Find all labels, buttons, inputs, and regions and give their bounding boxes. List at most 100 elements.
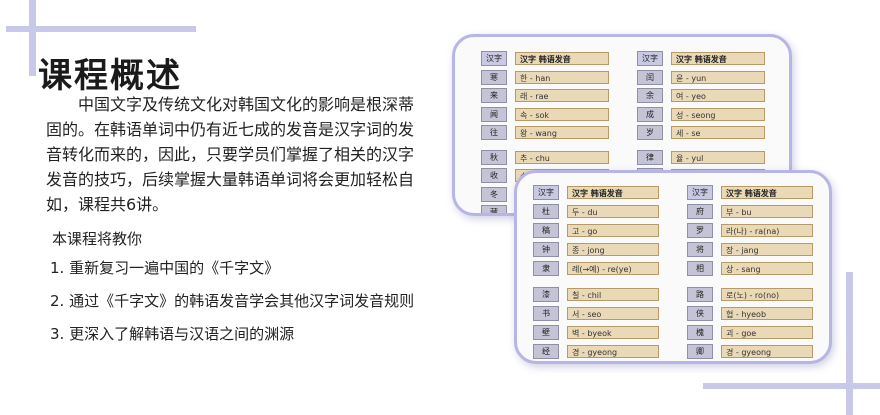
decor-line-horizontal-top	[6, 26, 196, 32]
hanzi-cell: 律	[637, 149, 663, 165]
pronunciation-cell: 한 - han	[515, 70, 609, 84]
header-pronunciation-cell: 汉字 韩语发音	[721, 186, 813, 199]
pronunciation-cell: 부 - bu	[721, 205, 813, 218]
hanzi-cell: 藏	[481, 205, 507, 213]
pronunciation-cell: 라(나) - ra(na)	[721, 224, 813, 237]
hanzi-cell: 槐	[687, 325, 713, 340]
table-header-row: 汉字汉字 韩语发音	[481, 51, 609, 66]
pronunciation-cell: 성 - seong	[671, 107, 765, 121]
hanzi-cell: 将	[687, 242, 713, 257]
hanzi-cell: 秋	[481, 149, 507, 165]
header-hanzi-cell: 汉字	[687, 185, 713, 200]
table-row: 相 상 - sang	[687, 261, 813, 276]
table-row: 往 왕 - wang	[481, 125, 609, 140]
table-row: 漆 칠 - chil	[533, 287, 659, 302]
hanzi-cell: 钟	[533, 242, 559, 257]
table-row: 壁 벽 - byeok	[533, 325, 659, 340]
hanzi-cell: 来	[481, 88, 507, 103]
page-title: 课程概述	[38, 56, 182, 96]
decor-line-horizontal-bottom	[703, 383, 880, 389]
pronunciation-cell: 여 - yeo	[671, 89, 765, 102]
hanzi-cell: 隶	[533, 261, 559, 276]
pronunciation-cell: 두 - du	[567, 205, 659, 218]
hanzi-cell: 卿	[687, 344, 713, 359]
table-row: 岁 세 - se	[637, 125, 765, 140]
teach-label: 本课程将教你	[52, 230, 143, 248]
decor-line-vertical-top	[29, 0, 36, 76]
table-row: 书 서 - seo	[533, 306, 659, 321]
hanzi-cell: 岁	[637, 125, 663, 140]
table-row: 路 로(노) - ro(no)	[687, 287, 813, 302]
hanzi-cell: 相	[687, 261, 713, 276]
hanzi-cell: 闻	[481, 106, 507, 122]
hanzi-cell: 漆	[533, 287, 559, 302]
table-row: 经 경 - gyeong	[533, 344, 659, 359]
table-row: 隶 례(→예) - re(ye)	[533, 261, 659, 276]
hanzi-cell: 经	[533, 344, 559, 359]
pronunciation-cell: 벽 - byeok	[567, 326, 659, 339]
table-row: 余 여 - yeo	[637, 88, 765, 103]
table-row: 闻 속 - sok	[481, 106, 609, 122]
table-row: 秋 추 - chu	[481, 149, 609, 165]
hanzi-cell: 府	[687, 204, 713, 219]
pronunciation-cell: 윤 - yun	[671, 70, 765, 84]
point-item-1: 1. 重新复习一遍中国的《千字文》	[50, 259, 280, 277]
table-row: 钟 종 - jong	[533, 242, 659, 257]
pronunciation-cell: 로(노) - ro(no)	[721, 288, 813, 301]
pronunciation-cell: 속 - sok	[515, 107, 609, 121]
table-row: 来 래 - rae	[481, 88, 609, 103]
pronunciation-cell: 고 - go	[567, 224, 659, 237]
table-row: 卿 경 - gyeong	[687, 344, 813, 359]
hanzi-cell: 稿	[533, 223, 559, 238]
header-pronunciation-cell: 汉字 韩语发音	[567, 186, 659, 199]
intro-paragraph: 中国文字及传统文化对韩国文化的影响是根深蒂固的。在韩语单词中仍有近七成的发音是汉…	[46, 95, 415, 214]
header-hanzi-cell: 汉字	[481, 51, 507, 66]
pronunciation-cell: 세 - se	[671, 126, 765, 139]
table-row: 侠 협 - hyeob	[687, 306, 813, 321]
hanzi-cell: 壁	[533, 325, 559, 340]
hanzi-cell: 书	[533, 306, 559, 321]
hanzi-cell: 成	[637, 106, 663, 122]
pronunciation-cell: 례(→예) - re(ye)	[567, 262, 659, 275]
table-row: 杜 두 - du	[533, 204, 659, 219]
pronunciation-cell: 왕 - wang	[515, 126, 609, 139]
hanzi-cell: 罗	[687, 223, 713, 238]
pronunciation-cell: 경 - gyeong	[721, 345, 813, 358]
point-item-2: 2. 通过《千字文》的韩语发音学会其他汉字词发音规则	[50, 292, 415, 310]
header-hanzi-cell: 汉字	[533, 185, 559, 200]
table-header-row: 汉字汉字 韩语发音	[687, 185, 813, 200]
hanzi-cell: 杜	[533, 204, 559, 219]
pronunciation-cell: 서 - seo	[567, 307, 659, 320]
pronunciation-cell: 율 - yul	[671, 150, 765, 164]
header-hanzi-cell: 汉字	[637, 51, 663, 66]
pronunciation-cell: 상 - sang	[721, 262, 813, 275]
hanzi-cell: 侠	[687, 306, 713, 321]
hanzi-cell: 寒	[481, 69, 507, 85]
pronunciation-cell: 칠 - chil	[567, 288, 659, 301]
hanzi-cell: 余	[637, 88, 663, 103]
point-item-3: 3. 更深入了解韩语与汉语之间的渊源	[50, 325, 295, 343]
table-row: 稿 고 - go	[533, 223, 659, 238]
table-header-row: 汉字汉字 韩语发音	[637, 51, 765, 66]
pronunciation-cell: 경 - gyeong	[567, 345, 659, 358]
table-row: 罗 라(나) - ra(na)	[687, 223, 813, 238]
table-row: 府 부 - bu	[687, 204, 813, 219]
hanzi-cell: 往	[481, 125, 507, 140]
pronunciation-cell: 괴 - goe	[721, 326, 813, 339]
hanzi-cell: 收	[481, 168, 507, 183]
table-row: 槐 괴 - goe	[687, 325, 813, 340]
header-pronunciation-cell: 汉字 韩语发音	[515, 52, 609, 65]
pronunciation-cell: 장 - jang	[721, 243, 813, 256]
hanzi-cell: 冬	[481, 186, 507, 202]
pronunciation-cell: 종 - jong	[567, 243, 659, 256]
pronunciation-cell: 추 - chu	[515, 150, 609, 164]
decor-line-vertical-bottom	[846, 272, 853, 415]
header-pronunciation-cell: 汉字 韩语发音	[671, 52, 765, 65]
pronunciation-cell: 래 - rae	[515, 89, 609, 102]
pronunciation-cell: 협 - hyeob	[721, 307, 813, 320]
hanzi-cell: 路	[687, 287, 713, 302]
table-row: 律 율 - yul	[637, 149, 765, 165]
table-row: 寒 한 - han	[481, 69, 609, 85]
